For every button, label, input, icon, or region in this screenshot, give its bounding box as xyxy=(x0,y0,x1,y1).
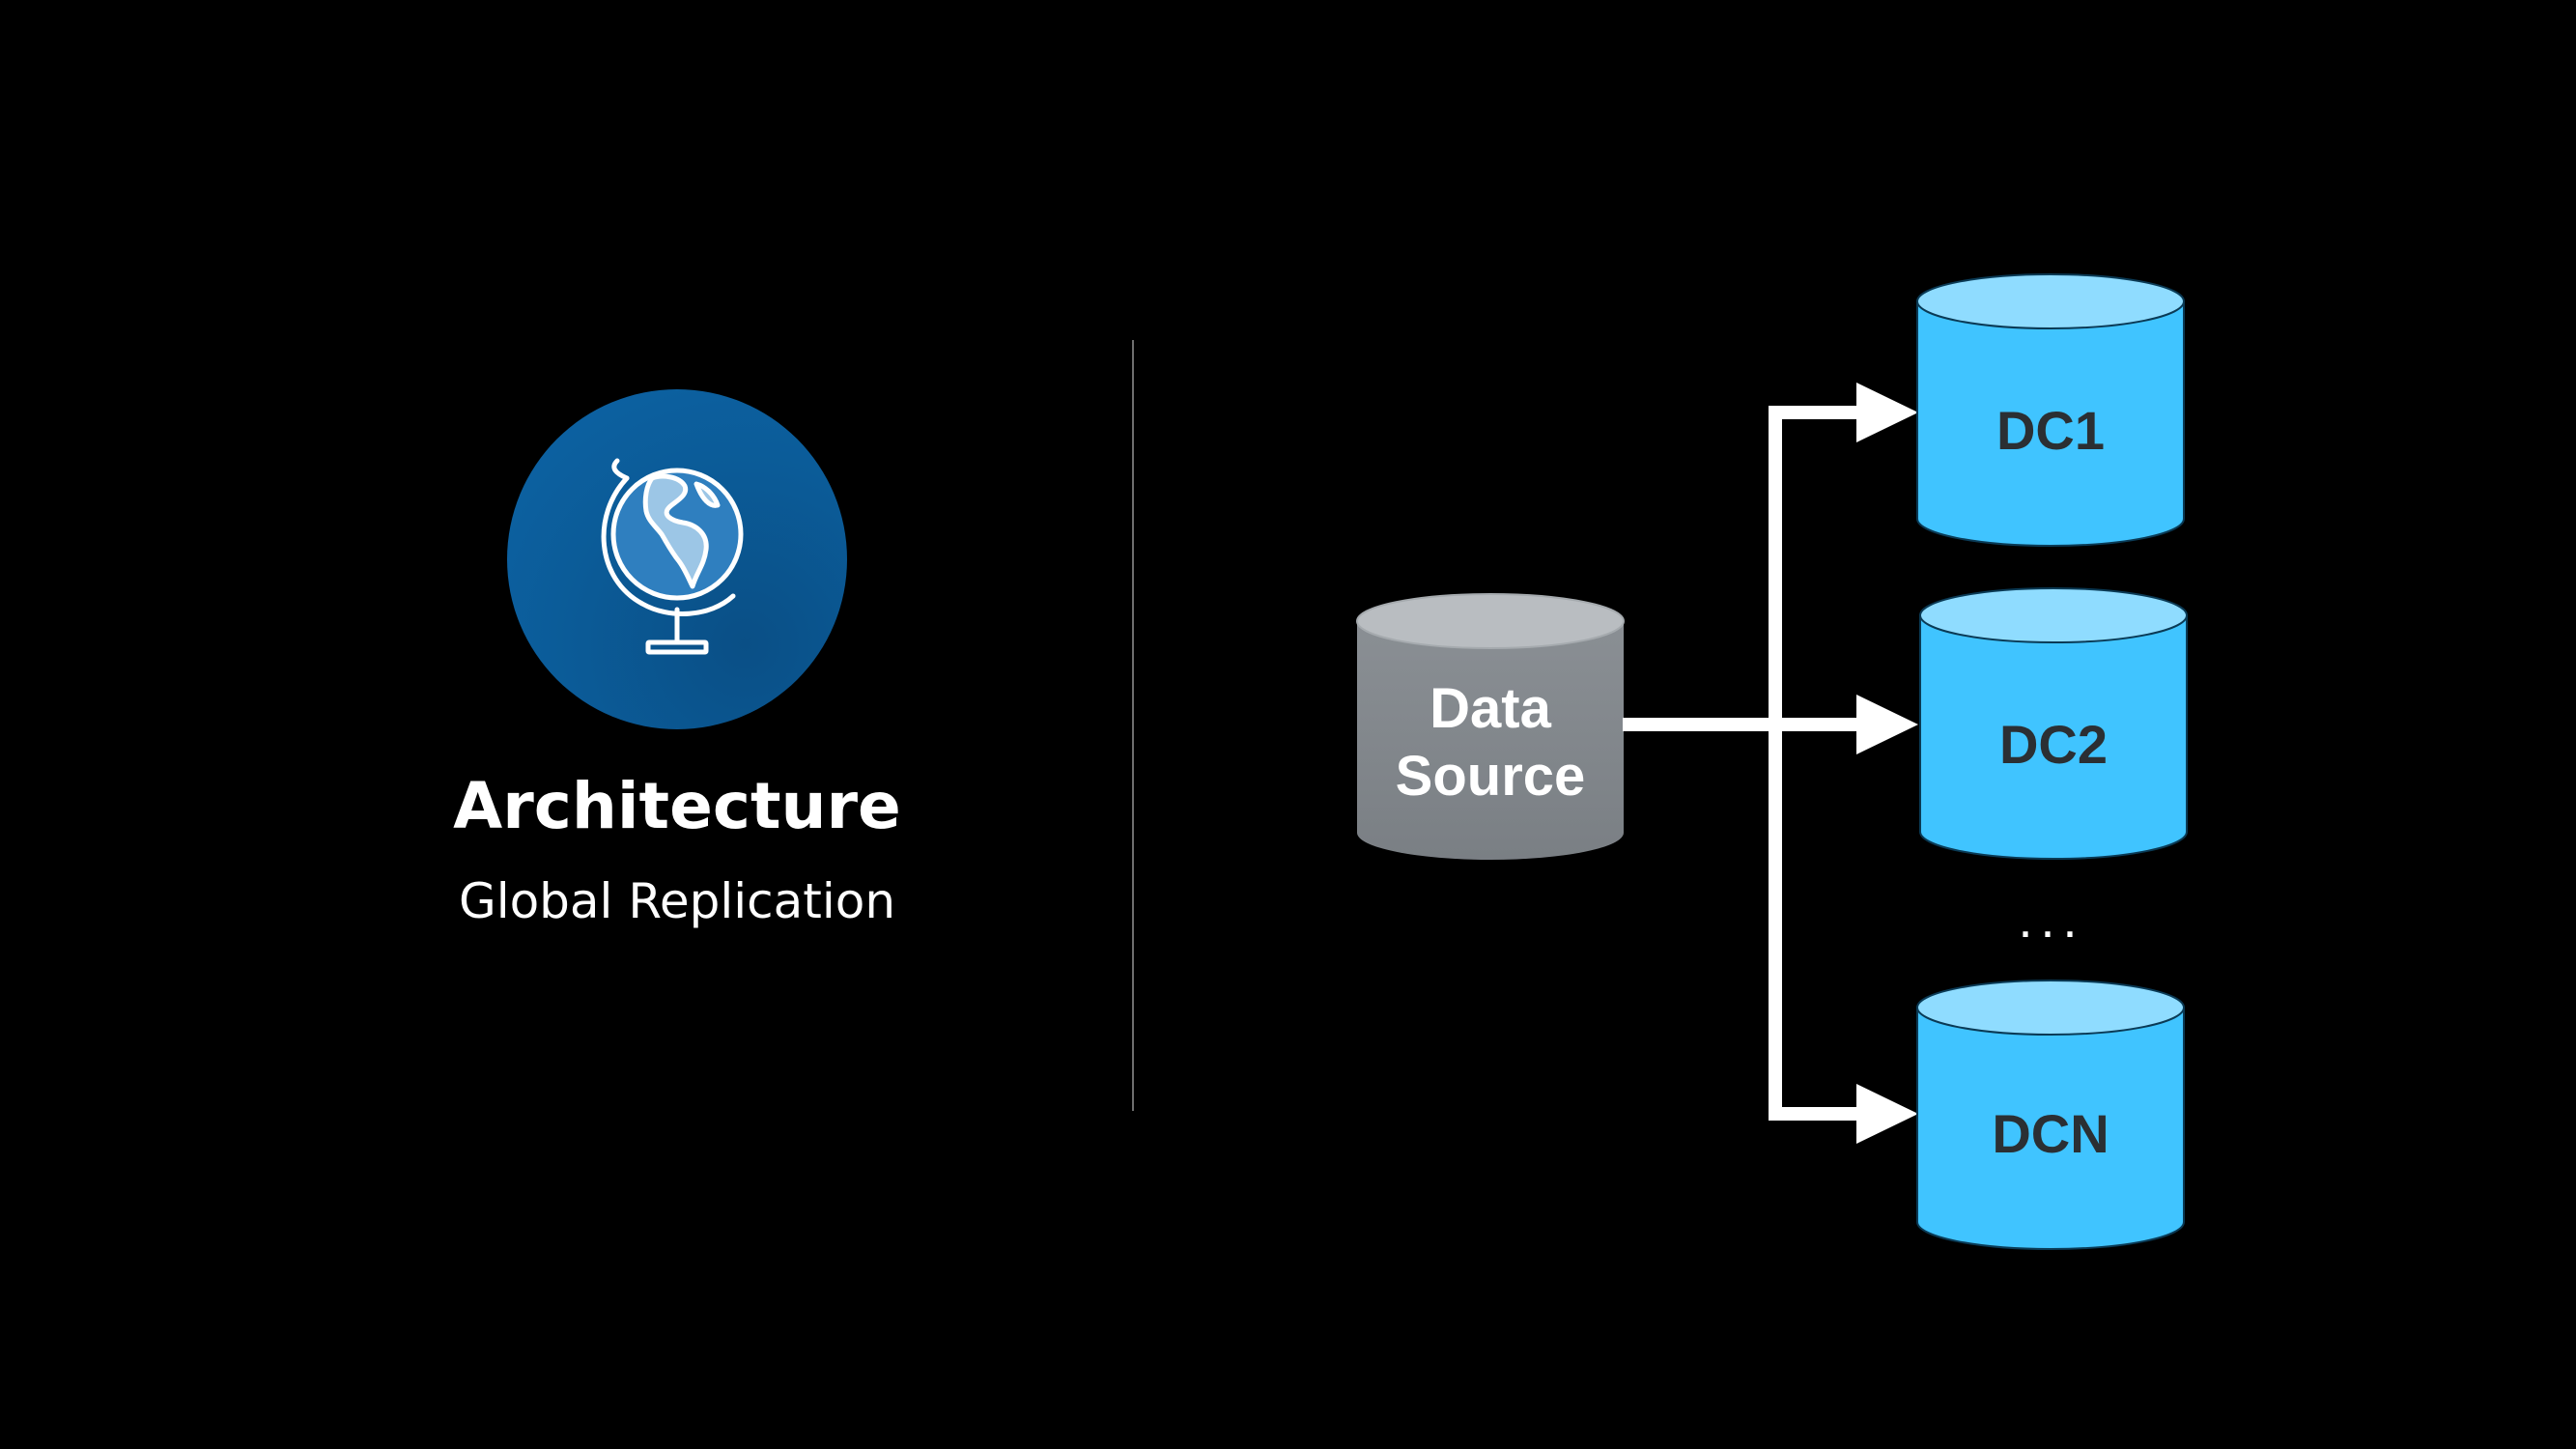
dcn-label: DCN xyxy=(1992,1103,2109,1164)
arrowhead-dcn xyxy=(1856,1084,1918,1144)
replication-connectors xyxy=(1623,406,1864,1121)
dc2-label: DC2 xyxy=(1999,714,2108,775)
globe-icon xyxy=(601,458,744,655)
arrowhead-dc2 xyxy=(1856,695,1918,754)
ellipsis-indicator: ... xyxy=(2018,891,2084,949)
arrowhead-dc1 xyxy=(1856,383,1918,442)
dc2-cylinder: DC2 xyxy=(1919,587,2188,860)
data-source-label-line1: Data xyxy=(1430,677,1551,740)
dc1-label: DC1 xyxy=(1996,400,2105,461)
divider xyxy=(1132,340,1134,1111)
data-source-cylinder: Data Source xyxy=(1356,593,1625,860)
slide-title: Architecture xyxy=(453,769,901,843)
data-source-label-line2: Source xyxy=(1396,745,1586,808)
dcn-cylinder: DCN xyxy=(1916,980,2185,1250)
slide-subtitle: Global Replication xyxy=(458,873,896,929)
globe-icon-circle xyxy=(507,389,847,729)
dc1-cylinder: DC1 xyxy=(1916,273,2185,547)
